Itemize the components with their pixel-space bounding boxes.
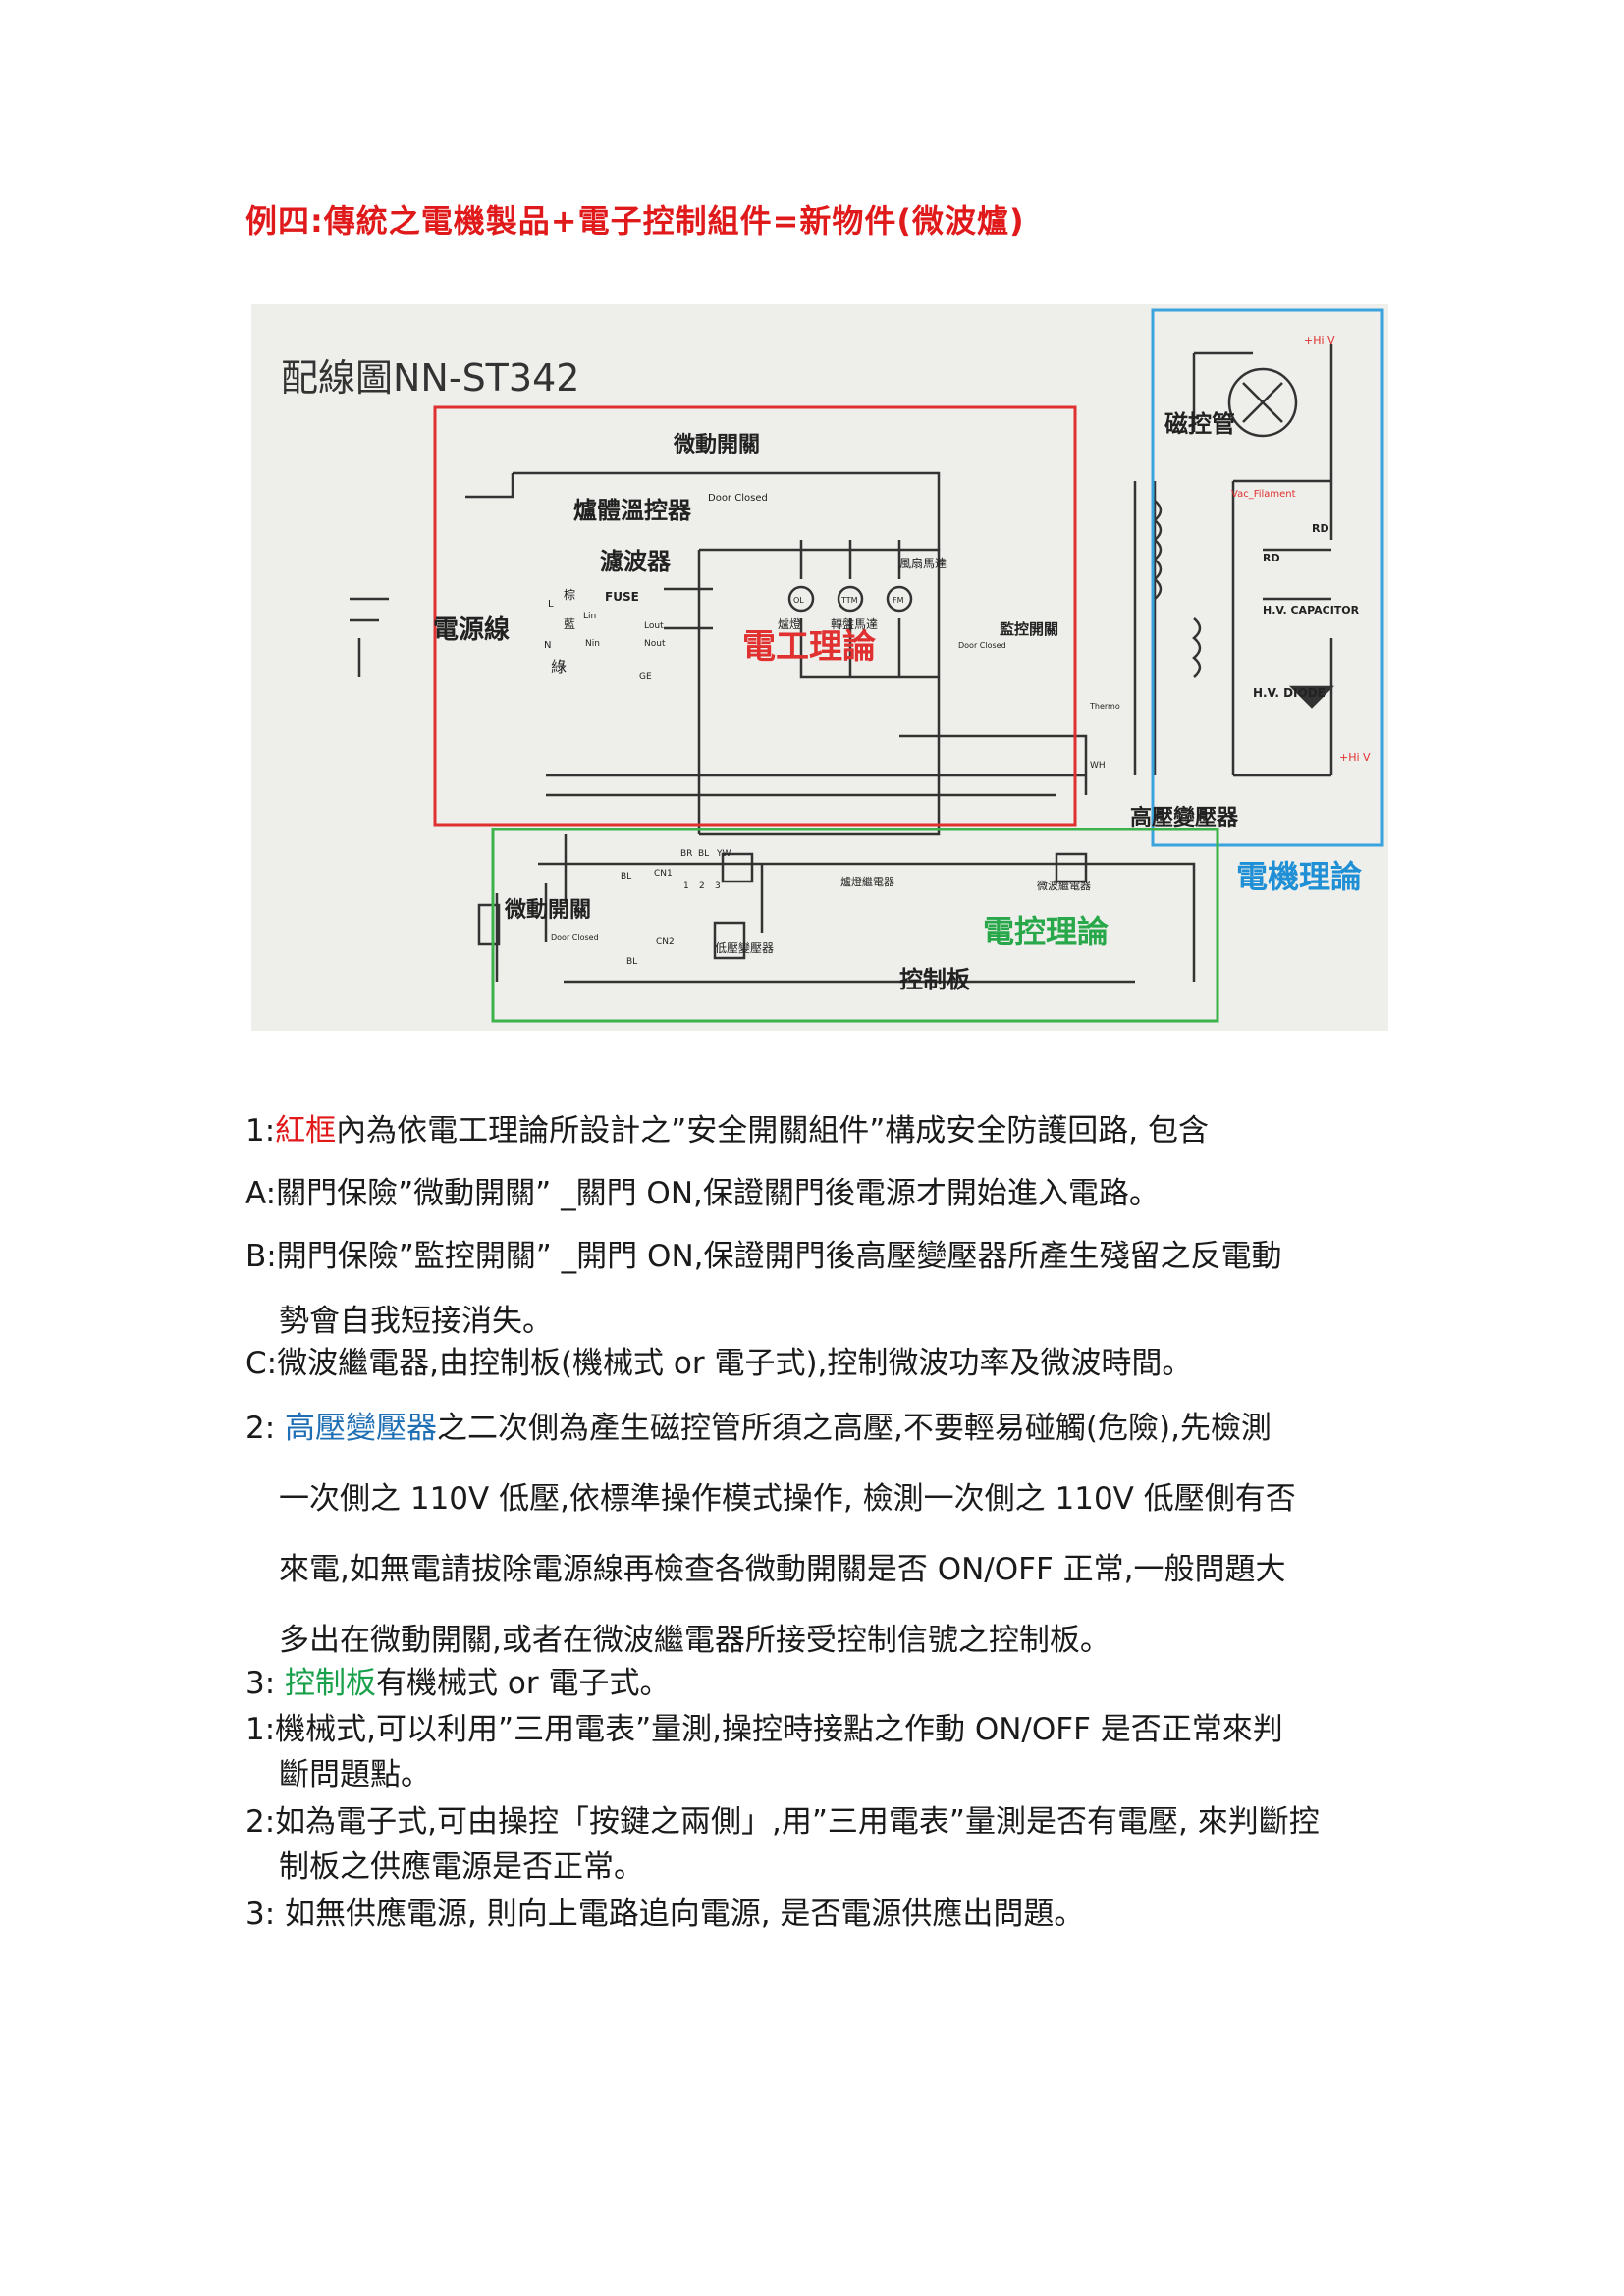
label-filter: 濾波器 bbox=[600, 548, 672, 575]
transformer-coils bbox=[477, 367, 1335, 960]
label-thermo: Thermo bbox=[1089, 702, 1120, 711]
highlight-hv-transformer: 高壓變壓器 bbox=[285, 1411, 438, 1447]
label-br: BR bbox=[680, 849, 692, 859]
label-l: L bbox=[548, 599, 554, 610]
page-title: 例四:傳統之電機製品+電子控制組件=新物件(微波爐) bbox=[245, 202, 1025, 240]
label-rd-2: RD bbox=[1263, 552, 1280, 564]
item-b: B:開門保險”監控開關” _開門 ON,保證開門後高壓變壓器所產生殘留之反電動 bbox=[245, 1238, 1282, 1274]
red-region-box bbox=[433, 405, 1077, 827]
label-hv-capacitor: H.V. CAPACITOR bbox=[1263, 604, 1360, 616]
label-filament: Vac_Filament bbox=[1231, 489, 1296, 500]
region-label-control: 電控理論 bbox=[983, 913, 1109, 950]
label-hv-transformer: 高壓變壓器 bbox=[1130, 805, 1239, 830]
label-door-closed-mid: Door Closed bbox=[958, 641, 1006, 650]
blue-region-box bbox=[1151, 308, 1384, 847]
label-bl-2: BL bbox=[626, 957, 637, 967]
circuit-wires bbox=[350, 344, 1333, 984]
wiring-diagram: 配線圖NN-ST342 電工理論 電機理論 電控理論 微動開關 Door Clo… bbox=[281, 308, 1384, 1023]
sub-item-3: 3: 如無供應電源, 則向上電路追向電源, 是否電源供應出問題。 bbox=[245, 1896, 1085, 1932]
wiring-diagram-photo: 配線圖NN-ST342 電工理論 電機理論 電控理論 微動開關 Door Clo… bbox=[251, 304, 1388, 1031]
label-cn2: CN2 bbox=[656, 937, 675, 947]
label-control-board: 控制板 bbox=[899, 966, 971, 993]
label-nout: Nout bbox=[644, 639, 666, 649]
label-cn1: CN1 bbox=[654, 869, 673, 879]
item-b-continued: 勢會自我短接消失。 bbox=[279, 1303, 553, 1339]
label-rd-1: RD bbox=[1312, 522, 1329, 535]
label-fm: FM bbox=[893, 596, 904, 605]
green-region-box bbox=[491, 828, 1219, 1023]
sub-item-1: 1:機械式,可以利用”三用電表”量測,操控時接點之作動 ON/OFF 是否正常來… bbox=[245, 1712, 1283, 1748]
label-micro-switch-top: 微動開關 bbox=[673, 432, 760, 457]
explanation-text: 1:紅框內為依電工理論所設計之”安全開關組件”構成安全防護回路, 包含 A:關門… bbox=[245, 1111, 1404, 1936]
label-hiv-bottom: +Hi V bbox=[1339, 751, 1371, 764]
label-micro-switch-bottom: 微動開關 bbox=[504, 897, 591, 923]
label-hiv-top: +Hi V bbox=[1304, 334, 1335, 347]
label-fan-motor: 風扇馬達 bbox=[899, 556, 947, 570]
diagram-labels: 微動開關 Door Closed 爐體溫控器 濾波器 FUSE 電源線 Lin … bbox=[433, 334, 1371, 993]
label-pin-2: 2 bbox=[699, 881, 705, 891]
label-ol: OL bbox=[793, 596, 804, 605]
diagram-header: 配線圖NN-ST342 bbox=[281, 356, 579, 400]
label-microwave-relay: 微波繼電器 bbox=[1037, 879, 1091, 892]
label-brown-wire: 棕 bbox=[564, 587, 575, 602]
sub-item-2-continued: 制板之供應電源是否正常。 bbox=[279, 1848, 644, 1885]
region-label-machinery: 電機理論 bbox=[1236, 858, 1362, 895]
paragraph-2-line-2: 一次側之 110V 低壓,依標準操作模式操作, 檢測一次側之 110V 低壓側有… bbox=[279, 1481, 1296, 1518]
label-n: N bbox=[544, 640, 551, 651]
label-lin: Lin bbox=[583, 612, 596, 621]
paragraph-2-line-3: 來電,如無電請拔除電源線再檢查各微動開關是否 ON/OFF 正常,一般問題大 bbox=[279, 1551, 1286, 1587]
label-lamp-relay: 爐燈繼電器 bbox=[840, 875, 894, 888]
label-thermostat: 爐體溫控器 bbox=[573, 497, 692, 524]
label-monitor-switch: 監控開關 bbox=[1000, 620, 1058, 638]
highlight-control-board: 控制板 bbox=[285, 1665, 377, 1701]
label-fuse: FUSE bbox=[605, 590, 639, 604]
label-turntable: 轉盤馬達 bbox=[831, 617, 878, 631]
label-power-cord: 電源線 bbox=[433, 614, 510, 645]
label-magnetron: 磁控管 bbox=[1164, 410, 1235, 438]
label-bl-top: BL bbox=[698, 849, 709, 859]
paragraph-1: 1:紅框內為依電工理論所設計之”安全開關組件”構成安全防護回路, 包含 bbox=[245, 1113, 1209, 1148]
label-low-transformer: 低壓變壓器 bbox=[715, 940, 774, 955]
label-door-closed-bottom: Door Closed bbox=[551, 934, 599, 942]
label-green-wire: 綠 bbox=[551, 658, 567, 676]
label-blue-wire: 藍 bbox=[564, 617, 575, 631]
paragraph-3: 3: 控制板有機械式 or 電子式。 bbox=[245, 1665, 671, 1701]
paragraph-2-line-4: 多出在微動開關,或者在微波繼電器所接受控制信號之控制板。 bbox=[279, 1622, 1110, 1658]
label-bl-1: BL bbox=[621, 872, 631, 881]
label-nin: Nin bbox=[585, 639, 600, 649]
item-a: A:關門保險”微動開關” _關門 ON,保證關門後電源才開始進入電路。 bbox=[245, 1175, 1160, 1211]
sub-item-2: 2:如為電子式,可由操控「按鍵之兩側」,用”三用電表”量測是否有電壓, 來判斷控 bbox=[245, 1804, 1320, 1841]
item-c: C:微波繼電器,由控制板(機械式 or 電子式),控制微波功率及微波時間。 bbox=[245, 1346, 1193, 1382]
label-pin-3: 3 bbox=[715, 881, 721, 891]
label-pin-1: 1 bbox=[683, 881, 689, 891]
region-label-electrical: 電工理論 bbox=[742, 627, 876, 667]
label-yw: YW bbox=[716, 849, 731, 859]
label-ge: GE bbox=[639, 672, 652, 682]
label-wh: WH bbox=[1090, 761, 1106, 771]
highlight-red-frame: 紅框 bbox=[275, 1113, 337, 1148]
label-lamp: 爐燈 bbox=[778, 616, 801, 631]
label-door-closed-top: Door Closed bbox=[708, 493, 768, 504]
label-hv-diode: H.V. DIODE bbox=[1253, 686, 1326, 700]
label-lout: Lout bbox=[644, 621, 664, 631]
sub-item-1-continued: 斷問題點。 bbox=[279, 1757, 431, 1793]
paragraph-2: 2: 高壓變壓器之二次側為產生磁控管所須之高壓,不要輕易碰觸(危險),先檢測 bbox=[245, 1411, 1272, 1447]
label-ttm: TTM bbox=[840, 596, 858, 605]
